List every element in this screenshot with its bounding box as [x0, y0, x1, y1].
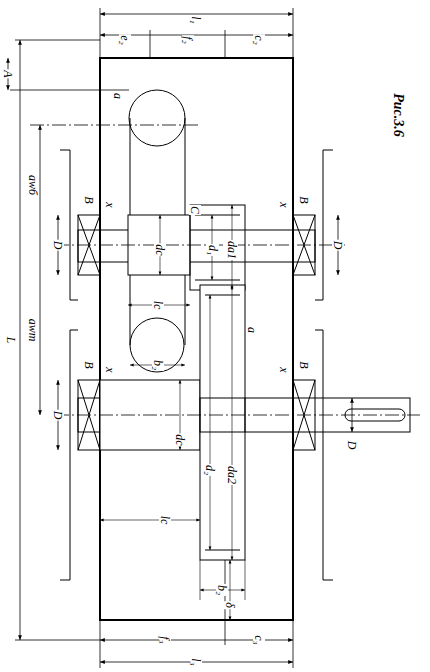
dimension-label: B: [83, 360, 95, 369]
dimension-label: c₃: [253, 634, 265, 646]
dimension-label: d₂: [204, 464, 216, 476]
dimension-label: dc: [174, 433, 186, 446]
dimension-label: b₂: [152, 359, 164, 371]
figure-caption: Рис.3.6: [391, 93, 405, 137]
dimension-label: D: [52, 240, 64, 251]
dimension-label: x: [104, 201, 116, 208]
dimension-label: x: [104, 366, 116, 373]
dimension-label: B: [298, 195, 310, 204]
dimension-label: awб: [27, 174, 39, 196]
dimension-label: B: [83, 195, 95, 204]
dimension-label: c₂: [253, 34, 265, 46]
dimension-label: D: [346, 440, 358, 451]
dimension-label: f₃: [159, 635, 171, 645]
dimension-label: D: [332, 240, 344, 251]
dimension-label: x: [278, 201, 290, 208]
dimension-label: da2: [226, 465, 238, 485]
dimension-label: C: [189, 205, 201, 215]
dimension-label: a: [112, 92, 124, 100]
dimension-label: A: [2, 69, 14, 78]
dimension-label: a: [246, 326, 258, 334]
dimension-label: L: [5, 336, 17, 345]
dimension-label: awт: [27, 318, 39, 343]
dimension-label: d₁: [207, 244, 219, 256]
dimension-label: b₂: [216, 584, 228, 596]
dimension-label: e₂: [119, 34, 131, 46]
dimension-label: f₂: [182, 35, 194, 45]
dimension-label: l₁: [190, 15, 202, 25]
dimension-label: da1: [226, 240, 238, 260]
dimension-label: δ: [224, 601, 236, 609]
dimension-label: D: [52, 410, 64, 421]
dimension-label: B: [298, 360, 310, 369]
dimension-label: l₃: [190, 657, 202, 667]
dimension-label: x: [278, 366, 290, 373]
dimension-label: lc: [159, 515, 171, 526]
dimension-label: dc: [154, 243, 166, 256]
dimension-label: lc: [152, 300, 164, 311]
